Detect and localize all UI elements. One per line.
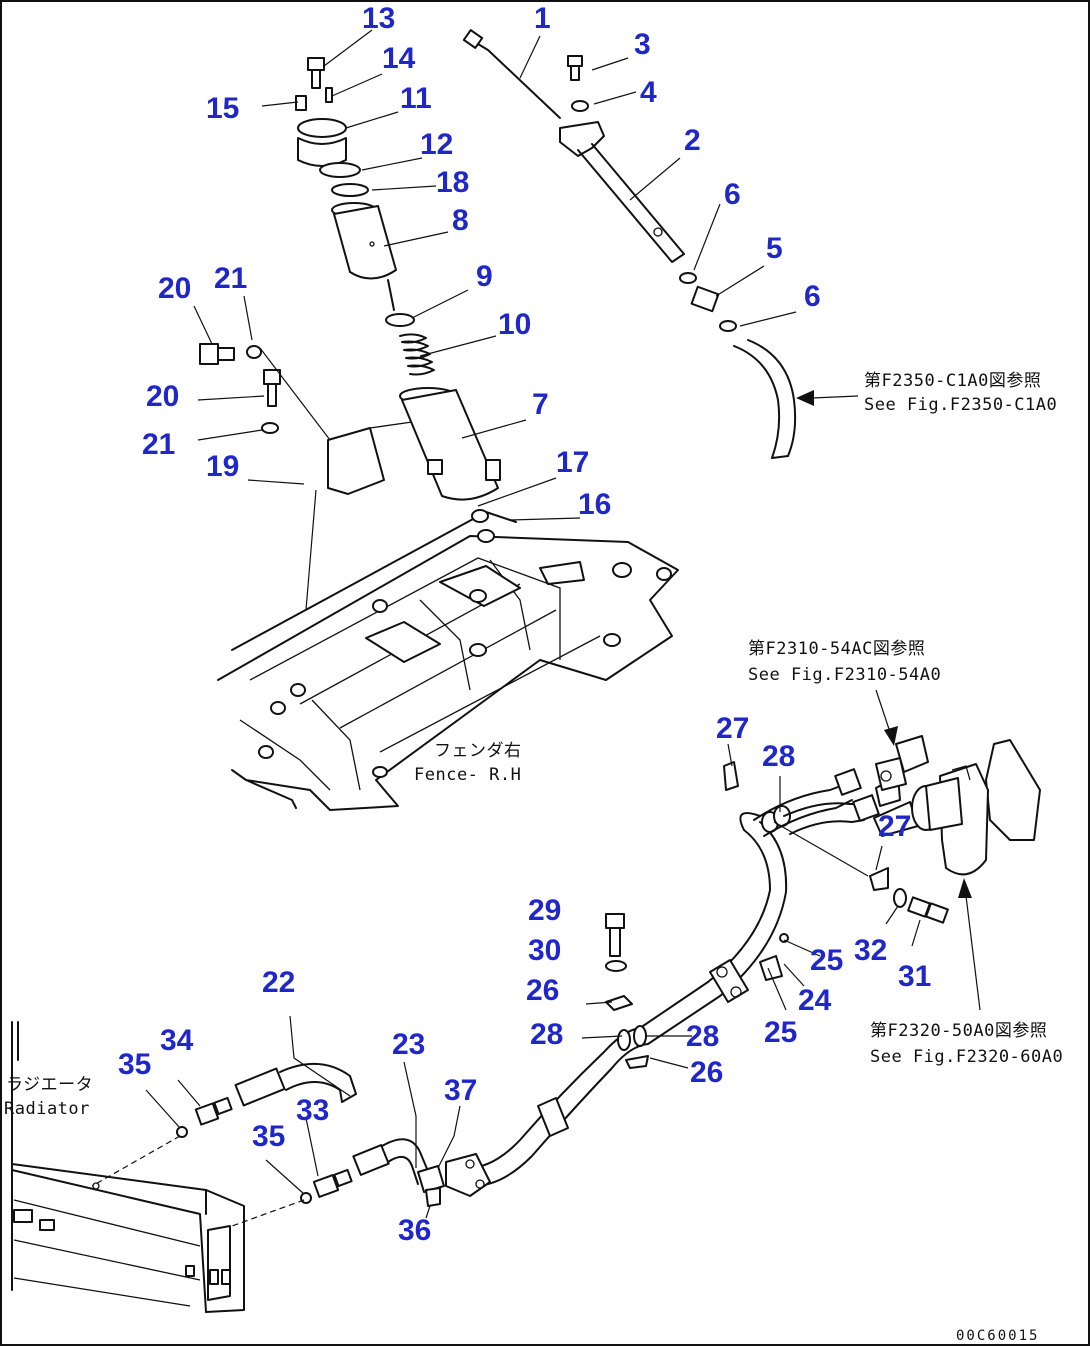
fitting-part <box>176 1096 353 1204</box>
part-number: 6 <box>724 178 741 211</box>
ref-f2310-jp: 第F2310-54AC図参照 <box>748 639 925 659</box>
bolt-part <box>567 55 589 112</box>
hose-part <box>679 272 797 459</box>
part-number: 3 <box>634 28 651 61</box>
part-number: 22 <box>262 966 295 999</box>
fender-label-en: Fence- R.H <box>414 765 521 785</box>
part-number: 25 <box>810 944 843 977</box>
part-number: 12 <box>420 128 453 161</box>
ref-f2350-jp: 第F2350-C1A0図参照 <box>864 371 1041 391</box>
part-number: 37 <box>444 1074 477 1107</box>
ref-f2350-en: See Fig.F2350-C1A0 <box>864 395 1057 415</box>
part-number: 14 <box>382 42 416 75</box>
part-number: 16 <box>578 488 611 521</box>
hose-assembly <box>445 812 789 1197</box>
part-number: 1 <box>534 2 551 35</box>
radiator-label-jp: ラジエータ <box>6 1075 93 1095</box>
part-number: 4 <box>640 76 657 109</box>
bracket-part <box>199 343 413 495</box>
part-number: 10 <box>498 308 531 341</box>
part-number: 8 <box>452 204 469 237</box>
valve-body <box>911 739 1041 876</box>
part-number: 35 <box>118 1048 151 1081</box>
link-rod <box>559 121 685 263</box>
part-number: 7 <box>532 388 549 421</box>
part-number: 24 <box>798 984 832 1017</box>
part-number: 30 <box>528 934 561 967</box>
drawing-code: 00C60015 <box>956 1328 1039 1344</box>
part-number: 21 <box>142 428 175 461</box>
part-number: 6 <box>804 280 821 313</box>
part-number: 11 <box>400 82 432 115</box>
reference-arrow <box>796 390 981 1011</box>
part-number: 23 <box>392 1028 425 1061</box>
part-number: 15 <box>206 92 239 125</box>
part-number: 29 <box>528 894 561 927</box>
frame-assembly <box>217 509 679 811</box>
part-number: 36 <box>398 1214 431 1247</box>
ref-f2320-jp: 第F2320-50A0図参照 <box>870 1021 1047 1041</box>
part-number: 9 <box>476 260 493 293</box>
hose-part <box>234 1062 357 1107</box>
part-number: 26 <box>526 974 559 1007</box>
part-number: 28 <box>762 740 795 773</box>
part-number: 25 <box>764 1016 797 1049</box>
leader-lines <box>91 29 921 1227</box>
part-number: 19 <box>206 450 239 483</box>
part-number: 32 <box>854 934 887 967</box>
part-number: 13 <box>362 2 395 35</box>
part-number: 27 <box>716 712 749 745</box>
ref-f2310-en: See Fig.F2310-54A0 <box>748 665 941 685</box>
bolt-part <box>605 913 633 1011</box>
part-number: 5 <box>766 232 783 265</box>
radiator <box>11 1021 245 1313</box>
part-number: 17 <box>556 446 589 479</box>
part-number: 18 <box>436 166 469 199</box>
part-number: 20 <box>158 272 191 305</box>
part-number: 34 <box>160 1024 194 1057</box>
part-number: 28 <box>686 1020 719 1053</box>
part-number: 21 <box>214 262 247 295</box>
part-number: 20 <box>146 380 179 413</box>
part-number: 2 <box>684 124 701 157</box>
rod-part <box>462 29 561 119</box>
part-number: 27 <box>878 810 911 843</box>
fender-label-jp: フェンダ右 <box>434 741 522 761</box>
part-number: 26 <box>690 1056 723 1089</box>
part-number-labels: 1 2 3 4 5 6 6 7 8 9 10 11 12 13 14 15 16… <box>118 2 931 1247</box>
part-number: 31 <box>898 960 931 993</box>
hose-connection <box>723 735 949 924</box>
part-number: 28 <box>530 1018 563 1051</box>
part-number: 33 <box>296 1094 329 1127</box>
hose-part <box>352 1138 445 1207</box>
shock-absorber-assembly <box>295 57 501 501</box>
ref-f2320-en: See Fig.F2320-60A0 <box>870 1047 1063 1067</box>
part-number: 35 <box>252 1120 285 1153</box>
radiator-label-en: Radiator <box>4 1099 90 1119</box>
